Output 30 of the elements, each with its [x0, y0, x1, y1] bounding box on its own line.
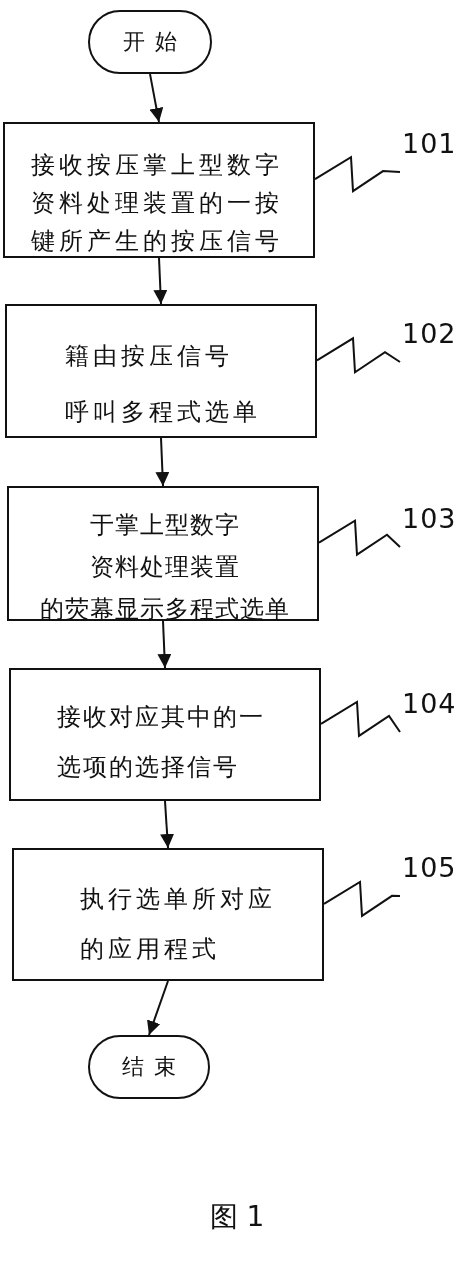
leader-line	[323, 880, 401, 918]
arrow	[149, 73, 164, 123]
step-text: 接收对应其中的一选项的选择信号	[57, 702, 265, 783]
step-number: 102	[402, 318, 457, 349]
process-box	[9, 668, 321, 801]
terminal-box	[88, 1035, 210, 1099]
step-text: 执行选单所对应的应用程式	[80, 884, 276, 965]
leader-line	[320, 700, 401, 738]
step-text: 籍由按压信号呼叫多程式选单	[65, 341, 261, 428]
terminal-box	[88, 10, 212, 74]
leader-line	[316, 336, 401, 375]
step-number: 104	[402, 688, 457, 719]
arrow	[157, 620, 172, 669]
step-number: 103	[402, 503, 457, 534]
leader-line	[318, 518, 401, 557]
step-text: 接收按压掌上型数字资料处理装置的一按键所产生的按压信号	[31, 150, 283, 257]
arrow	[147, 980, 169, 1036]
terminal-label: 开始	[123, 28, 187, 56]
terminal-label: 结束	[122, 1053, 186, 1081]
step-number: 101	[402, 128, 457, 159]
process-box	[5, 304, 317, 438]
step-number: 105	[402, 852, 457, 883]
arrow	[155, 437, 170, 487]
figure-caption: 图 1	[209, 1200, 265, 1233]
arrow	[160, 800, 175, 849]
process-box	[3, 122, 315, 258]
process-box	[12, 848, 324, 981]
arrow	[153, 257, 168, 305]
process-box	[7, 486, 319, 621]
leader-line	[314, 155, 401, 193]
